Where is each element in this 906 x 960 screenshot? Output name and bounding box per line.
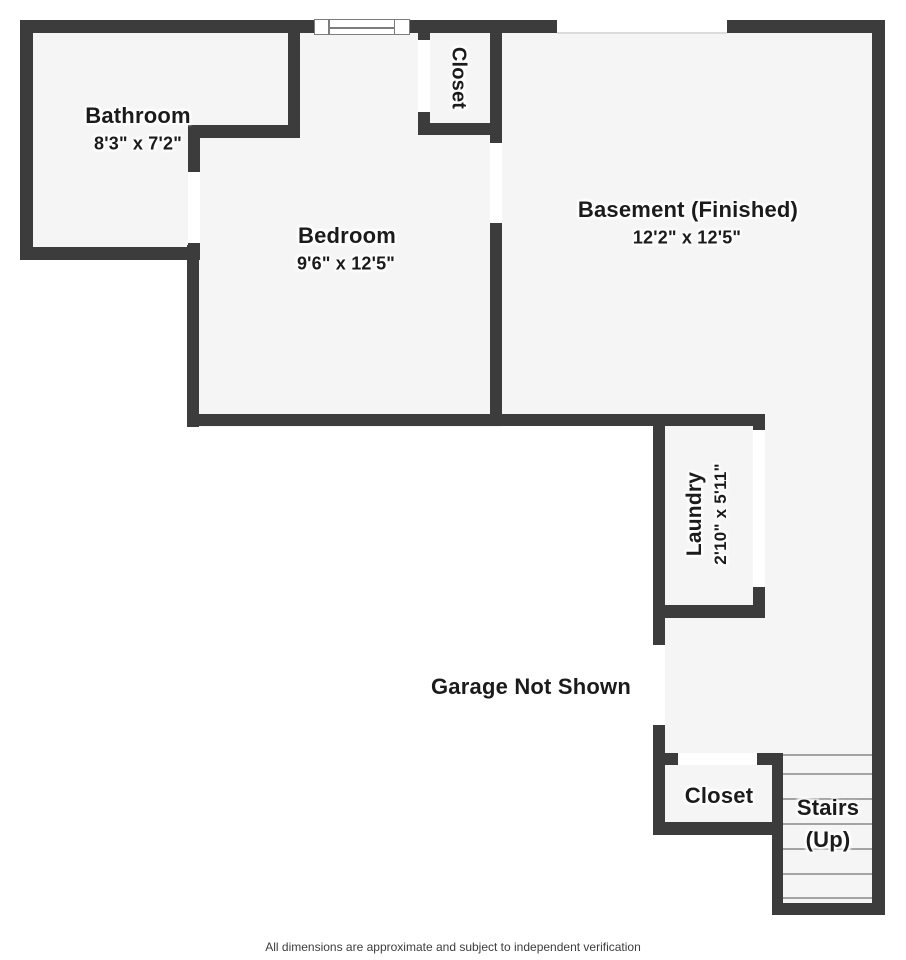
- garage-door-opening: [653, 645, 665, 725]
- wall-closet-bottom-bottom: [653, 822, 783, 835]
- bedroom-label: Bedroom: [298, 223, 396, 248]
- closet-bottom-door-opening: [678, 753, 757, 765]
- stair-tread: [783, 848, 872, 850]
- stairs-floor: [772, 753, 885, 915]
- wall-laundry-bottom: [653, 605, 765, 618]
- disclaimer-text: All dimensions are approximate and subje…: [265, 940, 641, 954]
- bathroom-door-opening: [188, 172, 200, 243]
- closet-top-label: Closet: [447, 46, 470, 110]
- window: [314, 19, 410, 35]
- wall-closet-top-bottom: [418, 123, 502, 135]
- basement-lower-floor: [653, 414, 885, 765]
- laundry-label: Laundry: [683, 471, 706, 557]
- wall-right-outer: [872, 20, 885, 915]
- basement-label: Basement (Finished): [577, 197, 799, 222]
- stairs-up-label: (Up): [805, 827, 851, 852]
- stair-tread: [783, 773, 872, 775]
- window-mullion: [328, 20, 330, 34]
- garage-note-label: Garage Not Shown: [431, 674, 631, 699]
- closet-top-door-opening: [418, 40, 430, 112]
- window-mullion: [393, 20, 395, 34]
- wall-closet-stairs-divider: [772, 753, 783, 915]
- closet-bottom-floor: [653, 753, 783, 835]
- bathroom-dimensions: 8'3" x 7'2": [94, 133, 182, 154]
- wall-bathroom-step: [188, 125, 300, 138]
- stair-tread: [783, 754, 872, 756]
- bedroom-dimensions: 9'6" x 12'5": [296, 253, 396, 274]
- wall-bathroom-bottom: [20, 247, 200, 260]
- laundry-dimensions: 2'10" x 5'11": [711, 463, 730, 565]
- basement-dimensions: 12'2" x 12'5": [632, 227, 742, 248]
- wall-bathroom-right-upper: [288, 20, 300, 138]
- window-glass-line: [329, 27, 394, 29]
- wall-left-outer: [20, 20, 33, 260]
- wall-top-outer: [20, 20, 885, 33]
- laundry-door-opening: [753, 430, 765, 587]
- stair-tread: [783, 873, 872, 875]
- wall-laundry-left: [653, 414, 665, 835]
- closet-bottom-label: Closet: [684, 783, 754, 808]
- laundry-label-block: Laundry 2'10" x 5'11": [682, 463, 734, 565]
- bedroom-floor: [187, 20, 502, 427]
- stair-tread: [783, 897, 872, 899]
- wall-bedroom-left: [187, 245, 199, 427]
- wall-stairs-bottom: [772, 903, 885, 915]
- bedroom-basement-door-opening: [490, 143, 502, 223]
- basement-floor: [490, 20, 885, 426]
- bathroom-label: Bathroom: [85, 103, 191, 128]
- stairs-label: Stairs: [796, 795, 860, 820]
- basement-top-opening: [557, 20, 727, 34]
- stair-tread: [783, 823, 872, 825]
- wall-bottom-long: [187, 414, 765, 426]
- stair-tread: [783, 798, 872, 800]
